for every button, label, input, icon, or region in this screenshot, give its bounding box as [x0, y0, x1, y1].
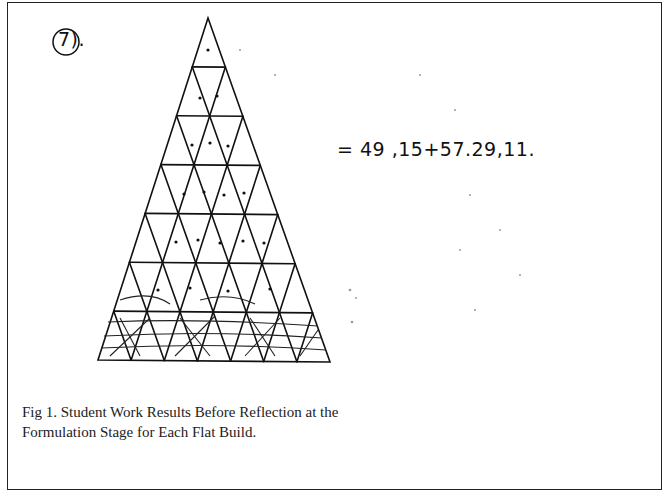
handwritten-calculation: = 49 ,15+57.29,11. — [337, 138, 535, 160]
triangle-grid — [98, 18, 330, 362]
figure-caption: Fig 1. Student Work Results Before Refle… — [22, 402, 340, 442]
scribble-hatching — [101, 296, 326, 356]
problem-number: 7). — [58, 28, 85, 50]
frame-border — [8, 3, 662, 490]
triangle-dots — [156, 48, 271, 292]
pencil-specks — [239, 49, 521, 323]
